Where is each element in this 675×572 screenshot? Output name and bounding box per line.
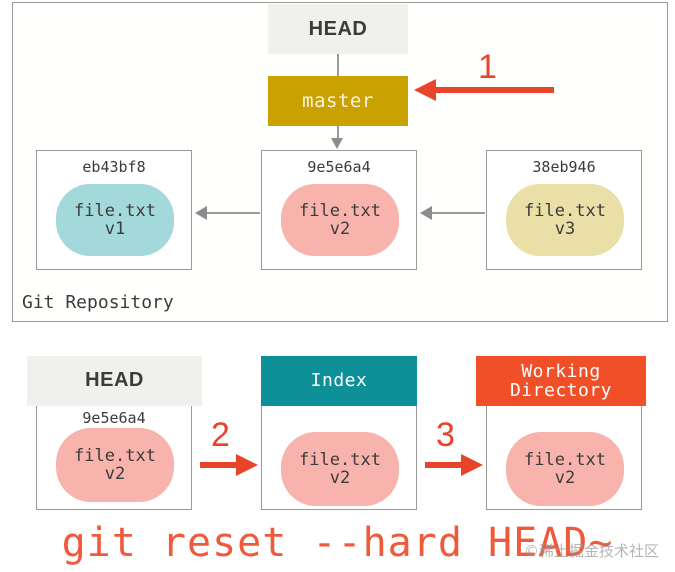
area-header-head-label: HEAD: [85, 369, 144, 392]
step-1-arrow-head-icon: [414, 79, 436, 101]
master-branch-chip: master: [268, 76, 408, 126]
blob-filename: file.txt: [524, 200, 606, 221]
down-arrowhead-icon: [331, 138, 343, 149]
blob-version: v2: [329, 219, 351, 239]
area-head-file-blob: file.txt v2: [56, 428, 174, 502]
area-header-head: HEAD: [27, 356, 202, 406]
step-1-label: 1: [478, 48, 497, 86]
blob-filename: file.txt: [74, 200, 156, 221]
commit-link-arrowhead-icon: [195, 206, 207, 220]
step-3-arrow-head-icon: [461, 454, 483, 476]
step-2-arrow-shaft: [200, 462, 238, 468]
area-head-hash: 9e5e6a4: [82, 409, 146, 427]
commit-link-shaft-2-to-1: [204, 212, 260, 214]
area-header-index: Index: [261, 356, 417, 406]
step-1-arrow-shaft: [435, 87, 554, 93]
step-3-arrow-shaft: [425, 462, 463, 468]
commit-hash: 9e5e6a4: [307, 158, 371, 176]
file-blob-v1: file.txt v1: [56, 184, 174, 256]
git-command-caption: git reset --hard HEAD~: [61, 520, 614, 566]
head-pointer-label: HEAD: [308, 17, 368, 40]
commit-link-arrowhead-icon: [420, 206, 432, 220]
step-3-label: 3: [436, 416, 455, 454]
wd-label-line-1: Working: [521, 360, 601, 382]
blob-version: v1: [104, 219, 126, 239]
area-header-working-directory: Working Directory: [476, 356, 646, 406]
area-index-file-blob: file.txt v2: [281, 432, 399, 506]
commit-box-9e5e6a4: 9e5e6a4 file.txt v2: [261, 150, 417, 270]
commit-hash: 38eb946: [532, 158, 596, 176]
commit-hash: eb43bf8: [82, 158, 146, 176]
blob-version: v2: [329, 468, 351, 488]
blob-version: v3: [554, 219, 576, 239]
blob-filename: file.txt: [74, 445, 156, 466]
head-pointer-chip: HEAD: [268, 4, 408, 54]
blob-version: v2: [104, 464, 126, 484]
area-header-index-label: Index: [310, 370, 368, 392]
blob-version: v2: [554, 468, 576, 488]
blob-filename: file.txt: [524, 449, 606, 470]
area-body-head: 9e5e6a4 file.txt v2: [36, 406, 192, 510]
file-blob-v2: file.txt v2: [281, 184, 399, 256]
file-blob-v3: file.txt v3: [506, 184, 624, 256]
step-2-arrow-head-icon: [236, 454, 258, 476]
step-2-label: 2: [211, 416, 230, 454]
blob-filename: file.txt: [299, 200, 381, 221]
wd-label-line-2: Directory: [509, 380, 613, 401]
area-working-directory-file-blob: file.txt v2: [506, 432, 624, 506]
blob-filename: file.txt: [299, 449, 381, 470]
commit-box-eb43bf8: eb43bf8 file.txt v1: [36, 150, 192, 270]
commit-link-shaft-3-to-2: [429, 212, 485, 214]
master-to-commit-connector: [337, 126, 339, 140]
area-body-working-directory: file.txt v2: [486, 406, 642, 510]
head-to-master-connector: [337, 54, 339, 77]
area-body-index: file.txt v2: [261, 406, 417, 510]
master-branch-label: master: [302, 90, 374, 112]
git-repository-caption: Git Repository: [22, 292, 174, 313]
watermark-label: ©稀土掘金技术社区: [524, 542, 660, 560]
commit-box-38eb946: 38eb946 file.txt v3: [486, 150, 642, 270]
area-header-working-directory-label: Working Directory: [509, 360, 613, 401]
